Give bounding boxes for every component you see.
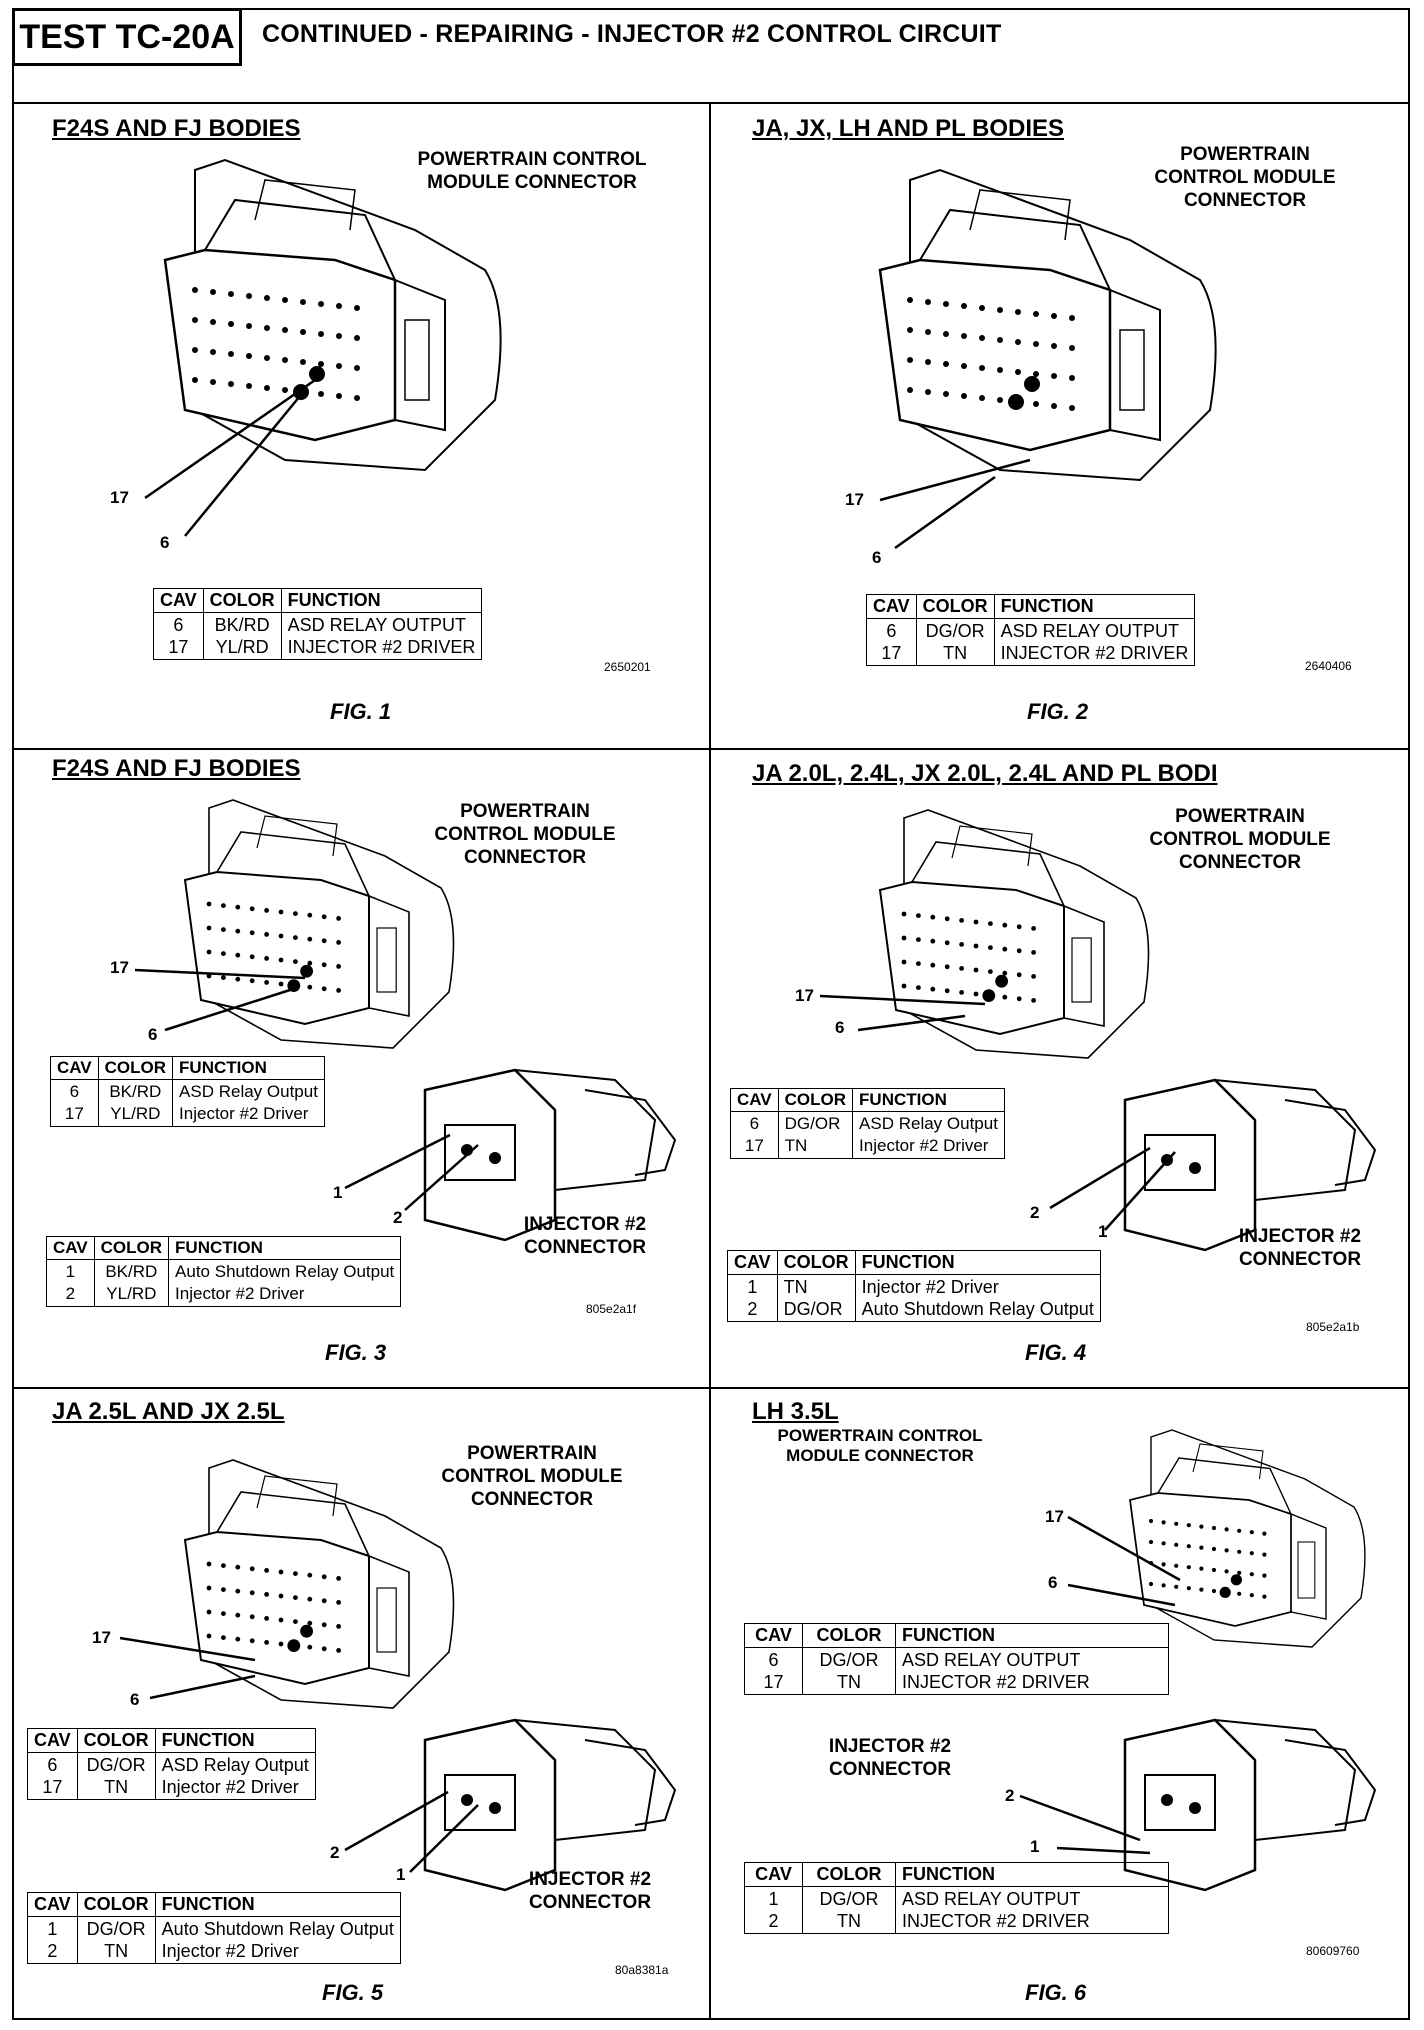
figure-caption: FIG. 5 xyxy=(322,1980,384,2005)
panel-title: JA 2.5L AND JX 2.5L xyxy=(52,1398,285,1425)
pin-label: 17 xyxy=(845,490,864,509)
figure-code: 2640406 xyxy=(1305,659,1352,673)
figure-caption: FIG. 1 xyxy=(330,699,392,724)
figure-code: 805e2a1f xyxy=(586,1302,637,1316)
inj-pin-label: 1 xyxy=(1098,1222,1108,1241)
inj-pin-label: 2 xyxy=(1005,1786,1015,1805)
figure-code: 80a8381a xyxy=(615,1963,669,1977)
figure-code: 805e2a1b xyxy=(1306,1320,1360,1334)
pin-label: 6 xyxy=(835,1018,845,1037)
pin-label: 17 xyxy=(92,1628,111,1647)
panel-title: F24S AND FJ BODIES xyxy=(52,755,301,782)
pin-label: 17 xyxy=(795,986,814,1005)
pin-label: 6 xyxy=(148,1025,158,1044)
pcm-connector-label: POWERTRAIN CONTROL MODULE CONNECTOR xyxy=(1154,144,1336,211)
figure-code: 80609760 xyxy=(1306,1944,1360,1958)
row-divider-1 xyxy=(12,748,1410,750)
pin-label: 17 xyxy=(110,488,129,507)
pcm-connector-label: POWERTRAIN CONTROL MODULE CONNECTOR xyxy=(777,1426,983,1465)
figure-caption: FIG. 4 xyxy=(1025,1340,1087,1365)
pin-label: 6 xyxy=(872,548,882,567)
panel-title: LH 3.5L xyxy=(752,1398,839,1425)
figure-caption: FIG. 6 xyxy=(1025,1980,1087,2005)
pcm-connector-label: POWERTRAIN CONTROL MODULE CONNECTOR xyxy=(434,801,616,868)
pin-label: 6 xyxy=(1048,1573,1058,1592)
test-id: TEST TC-20A xyxy=(12,8,242,66)
pin-label: 6 xyxy=(160,533,170,552)
inj-pin-label: 2 xyxy=(330,1843,340,1862)
inj-pin-label: 2 xyxy=(1030,1203,1040,1222)
figure-code: 2650201 xyxy=(604,660,651,674)
pin-label: 6 xyxy=(130,1690,140,1709)
panel-title: JA, JX, LH AND PL BODIES xyxy=(752,115,1065,142)
inj-pin-label: 2 xyxy=(393,1208,403,1227)
panel-title: F24S AND FJ BODIES xyxy=(52,115,301,142)
panel-title: JA 2.0L, 2.4L, JX 2.0L, 2.4L AND PL BODI xyxy=(752,760,1218,787)
row-divider-2 xyxy=(12,1387,1410,1389)
inj-pin-label: 1 xyxy=(1030,1837,1040,1856)
inj-pin-label: 1 xyxy=(333,1183,343,1202)
figure-caption: FIG. 3 xyxy=(325,1340,387,1365)
inj-pin-label: 1 xyxy=(396,1865,406,1884)
pin-label: 17 xyxy=(110,958,129,977)
pcm-connector-label: POWERTRAIN CONTROL MODULE CONNECTOR xyxy=(417,149,647,193)
pcm-connector-label: POWERTRAIN CONTROL MODULE CONNECTOR xyxy=(1149,806,1331,873)
injector-connector-label: INJECTOR #2 CONNECTOR xyxy=(828,1736,952,1780)
injector-connector-label: INJECTOR #2 CONNECTOR xyxy=(1238,1226,1362,1270)
column-divider xyxy=(709,104,711,2020)
pcm-connector-label: POWERTRAIN CONTROL MODULE CONNECTOR xyxy=(441,1443,623,1510)
page-title: CONTINUED - REPAIRING - INJECTOR #2 CONT… xyxy=(262,20,1002,48)
pin-label: 17 xyxy=(1045,1507,1064,1526)
injector-connector-label: INJECTOR #2 CONNECTOR xyxy=(523,1214,647,1258)
figure-caption: FIG. 2 xyxy=(1027,699,1089,724)
injector-connector-label: INJECTOR #2 CONNECTOR xyxy=(528,1869,652,1913)
